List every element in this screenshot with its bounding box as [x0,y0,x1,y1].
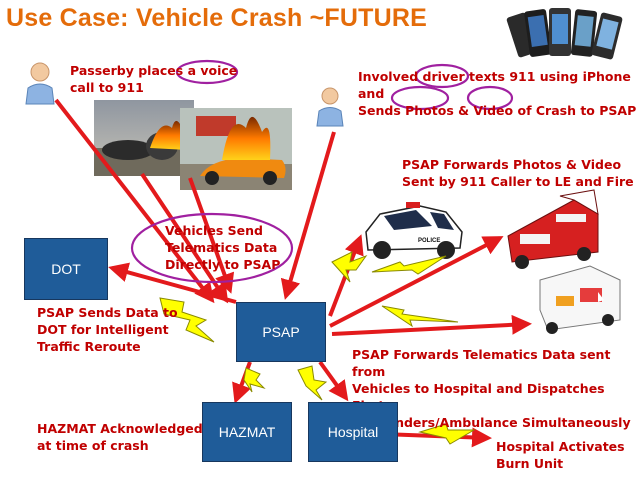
fire-truck-icon [507,189,599,269]
burn-unit-caption: Hospital Activates Burn Unit [496,439,625,471]
person-icon [25,62,55,105]
hazmat-ack-caption: HAZMAT Acknowledged at time of crash [37,421,203,453]
hazmat-node: HAZMAT [202,402,292,462]
psap-forwards-caption: PSAP Forwards Photos & Video Sent by 911… [402,157,634,189]
telematics-forward-caption: PSAP Forwards Telematics Data sent from … [352,347,631,430]
highlight-ellipses [130,59,514,284]
page-title: Use Case: Vehicle Crash ~FUTURE [6,4,427,32]
passerby-caption: Passerby places a voice call to 911 [70,63,238,95]
arrows [54,98,532,448]
dot-data-caption: PSAP Sends Data to DOT for Intelligent T… [37,305,178,354]
hospital-node: Hospital [308,402,398,462]
driver-caption: Involved driver texts 911 using iPhone a… [358,69,637,118]
police-car-icon: POLICE [365,202,463,259]
ambulance-icon [539,265,621,334]
crash-photo [94,100,194,176]
police-label: POLICE [418,238,440,244]
vehicles-telematics-caption: Vehicles Send Telematics Data Directly t… [165,223,281,272]
psap-node: PSAP [236,302,326,362]
dot-node: DOT [24,238,108,300]
crash-photo [180,108,292,190]
smartphones-icon [506,8,623,60]
lightning-bolt-icon [159,251,476,445]
person-icon [316,87,344,127]
